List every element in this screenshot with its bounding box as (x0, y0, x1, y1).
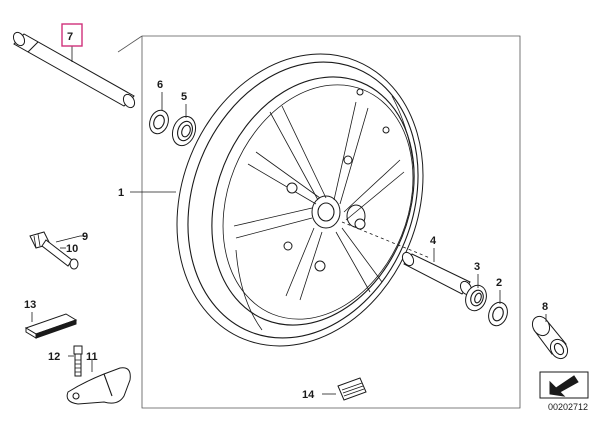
callout-10[interactable]: 10 (66, 243, 78, 255)
part-valve[interactable] (29, 231, 79, 270)
callout-11[interactable]: 11 (86, 351, 98, 363)
part-screw[interactable] (73, 345, 83, 377)
part-bearing-left[interactable] (169, 113, 200, 149)
callout-3[interactable]: 3 (474, 261, 480, 273)
drawing-number: 00202712 (548, 402, 588, 412)
part-distance-sleeve[interactable] (400, 250, 474, 296)
callout-1[interactable]: 1 (118, 187, 124, 199)
callout-7[interactable]: 7 (67, 31, 73, 43)
axle-centerline (341, 221, 431, 259)
callout-14[interactable]: 14 (302, 389, 315, 401)
part-wheel-rim[interactable] (134, 17, 465, 384)
leader-lines (31, 46, 547, 395)
frame-corner (117, 35, 143, 53)
part-bracket[interactable] (66, 367, 131, 405)
callout-8[interactable]: 8 (542, 301, 548, 313)
part-bearing-right[interactable] (462, 282, 490, 313)
part-axle[interactable] (11, 30, 137, 109)
callout-6[interactable]: 6 (157, 79, 163, 91)
part-spacer-ring[interactable] (146, 108, 171, 137)
callout-5[interactable]: 5 (181, 91, 187, 103)
callout-4[interactable]: 4 (430, 235, 437, 247)
callout-2[interactable]: 2 (496, 277, 502, 289)
callout-9[interactable]: 9 (82, 231, 88, 243)
callout-13[interactable]: 13 (24, 299, 36, 311)
callout-7-highlight (61, 23, 83, 47)
assembly-frame (141, 35, 521, 409)
part-balance-weight[interactable] (24, 313, 78, 339)
part-collar-bush[interactable] (529, 313, 571, 361)
part-spacer-ring-right[interactable] (485, 300, 510, 329)
callout-12[interactable]: 12 (48, 351, 60, 363)
arrow-corner-icon (539, 371, 589, 399)
part-label[interactable] (337, 377, 367, 401)
